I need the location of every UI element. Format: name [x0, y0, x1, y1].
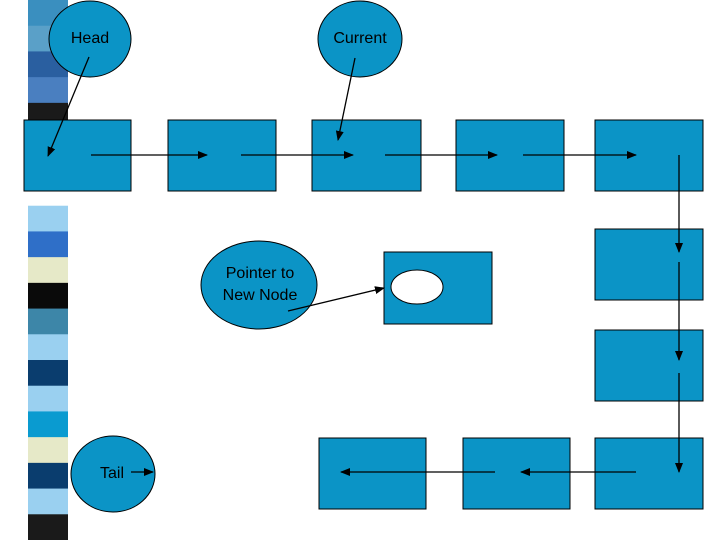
head-pointer-bubble: [48, 0, 132, 78]
stripe-block: [28, 77, 68, 104]
stripe-block: [28, 385, 68, 412]
head-label: Head: [70, 30, 110, 47]
pointer-label-line1: Pointer to: [225, 265, 295, 282]
list-node-7: [594, 329, 704, 402]
tail-pointer-bubble: [70, 435, 156, 513]
stripe-block: [28, 488, 68, 515]
stripe-block: [28, 308, 68, 335]
new-node-pointer-arrow: [287, 286, 385, 312]
current-pointer-arrow: [335, 57, 356, 141]
stripe-block: [28, 411, 68, 438]
list-node-8: [594, 437, 704, 510]
head-pointer-arrow: [47, 56, 90, 157]
current-pointer-bubble: [317, 0, 403, 78]
stripe-block: [28, 205, 68, 232]
list-node-10-tail: [318, 437, 427, 510]
new-node-pointer-bubble: [200, 240, 318, 330]
stripe-block: [28, 462, 68, 490]
new-node-empty-link: [390, 269, 444, 305]
stripe-block: [28, 437, 68, 464]
pointer-label-line2: New Node: [222, 287, 298, 304]
stripe-block: [28, 514, 68, 540]
stripe-block: [28, 334, 68, 361]
list-node-9: [462, 437, 571, 510]
stripe-block: [28, 231, 68, 258]
stripe-block: [28, 360, 68, 387]
current-label: Current: [333, 30, 387, 47]
stripe-block: [28, 282, 68, 310]
tail-label: Tail: [99, 465, 124, 482]
stripe-block: [28, 257, 68, 284]
list-node-6: [594, 228, 704, 301]
